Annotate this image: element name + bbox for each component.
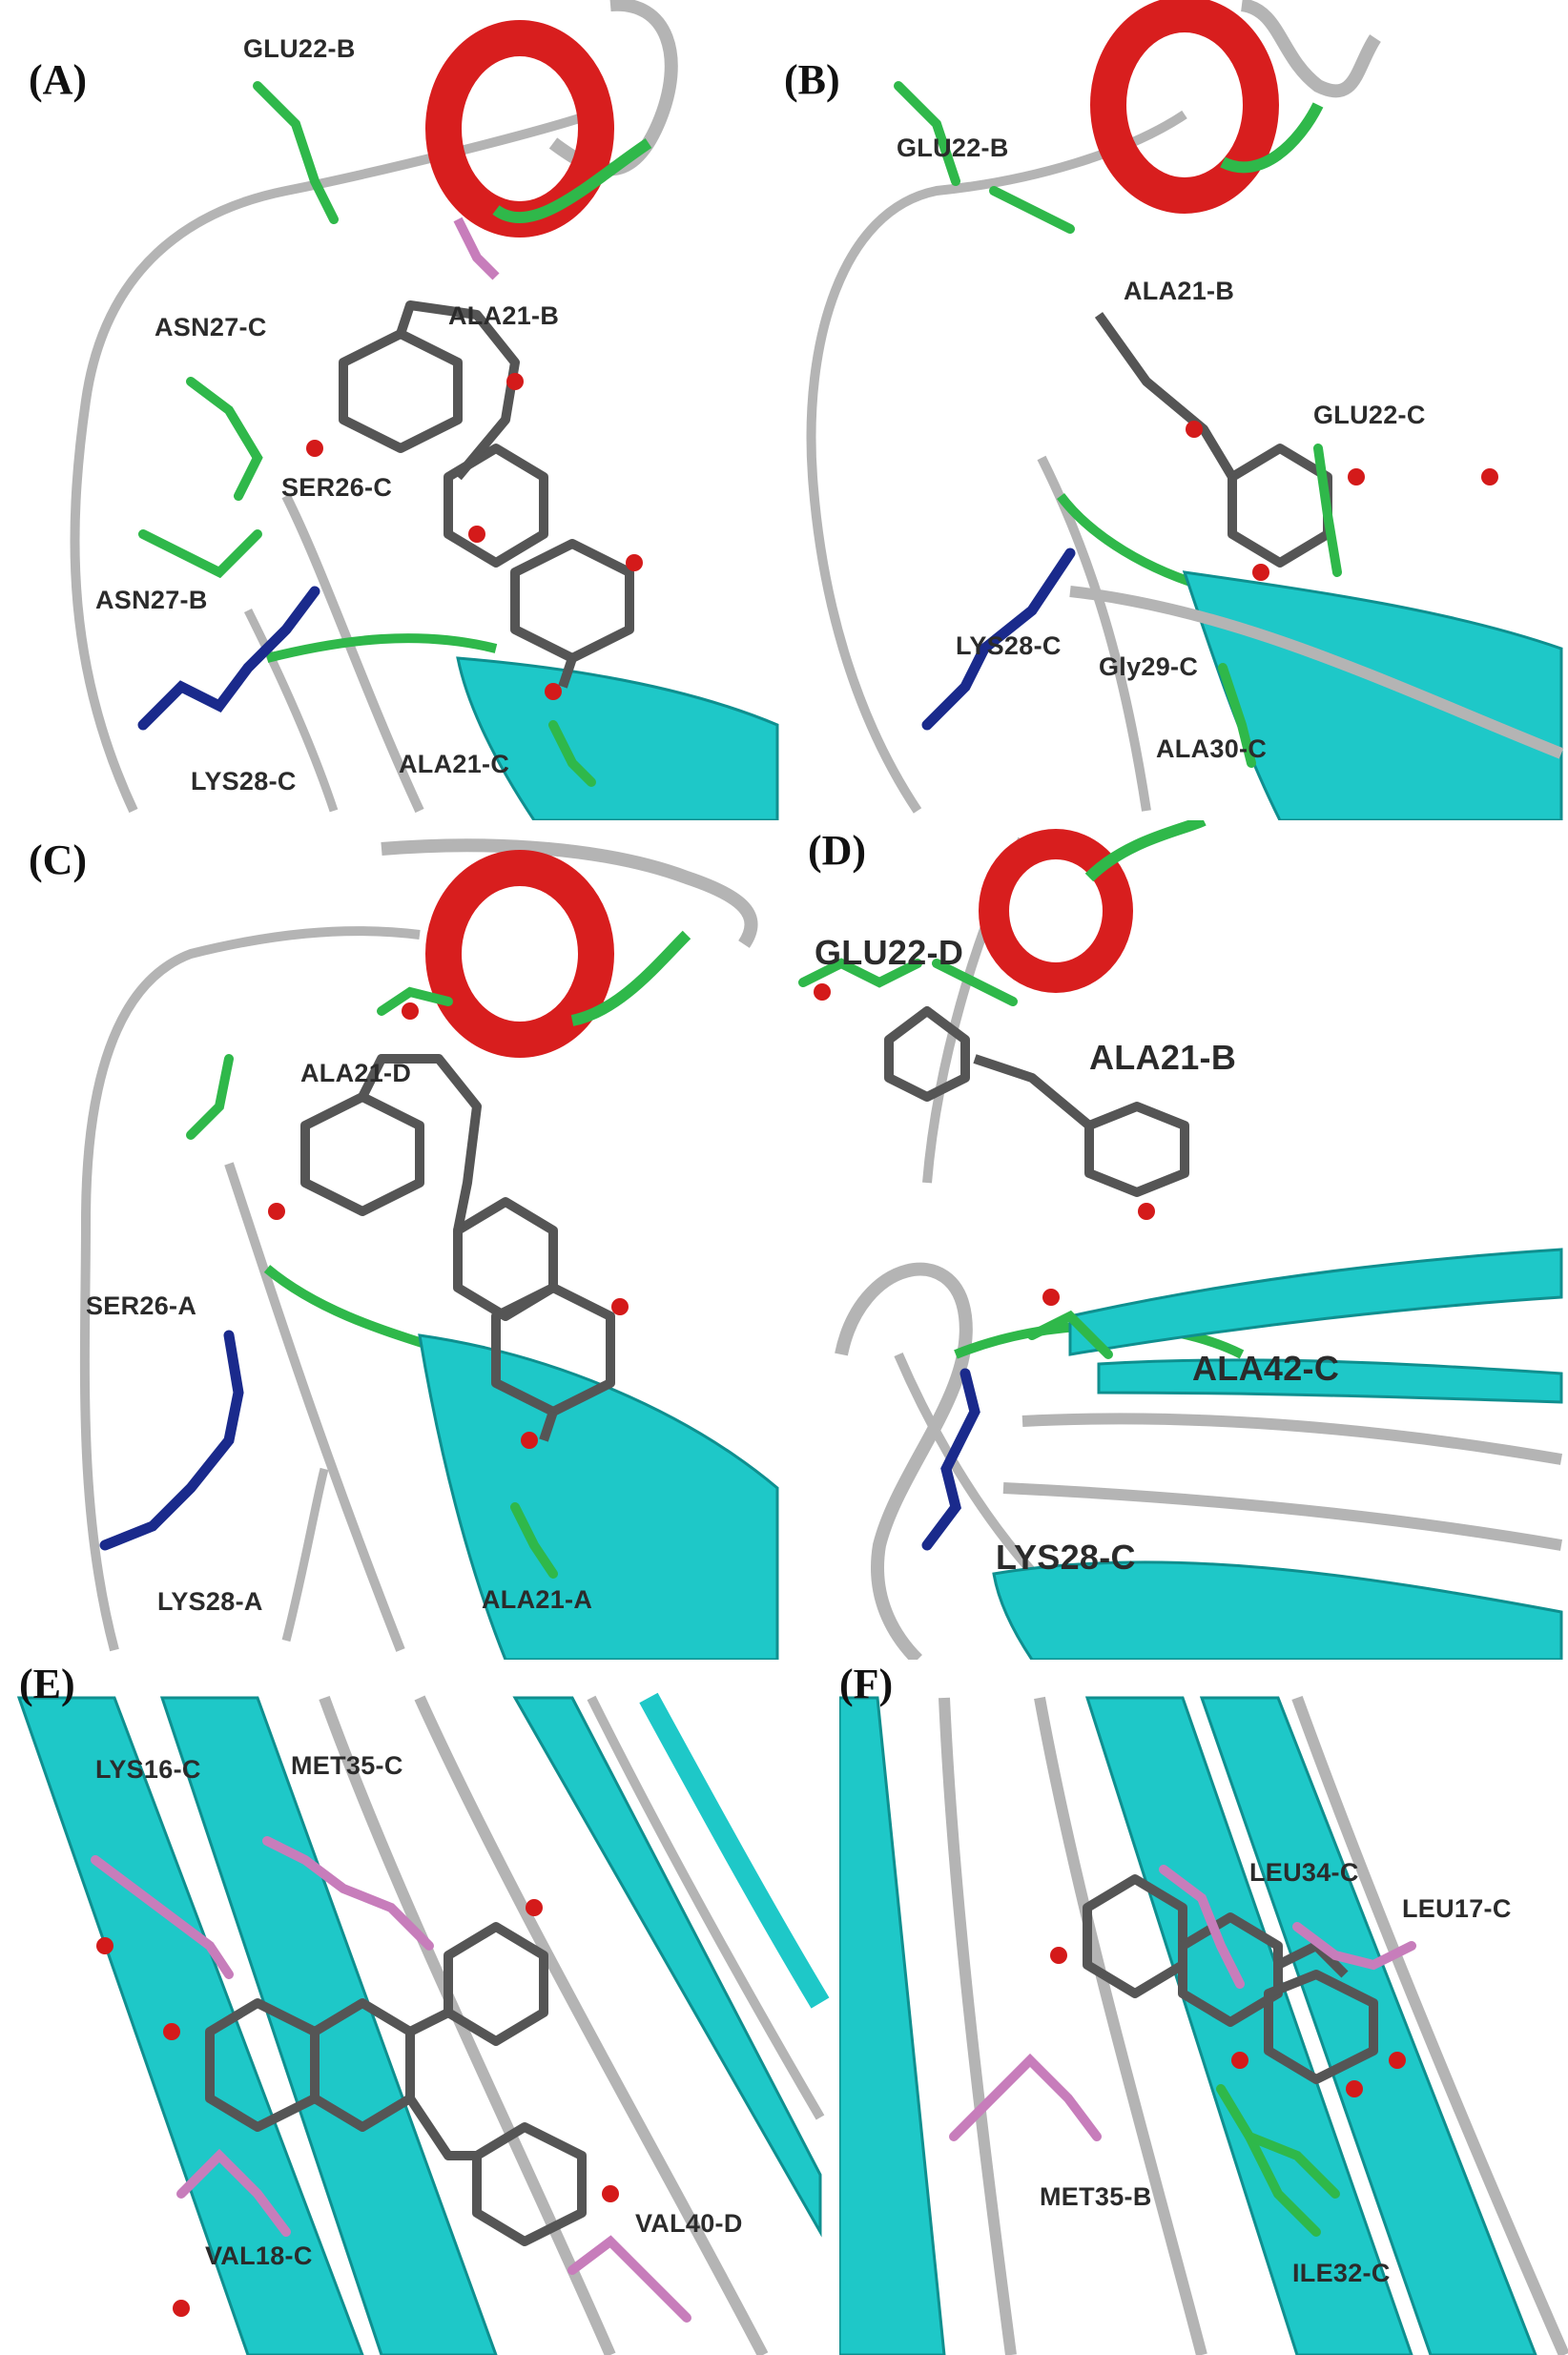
- panel-c-structure: [79, 838, 779, 1660]
- residue-label: GLU22-B: [243, 34, 356, 63]
- residue-label: LYS28-C: [996, 1538, 1136, 1577]
- panel-c-label: (C): [29, 837, 88, 883]
- panel-b: (B) GLU22-B ALA21-B GLU22-C LYS28-C Gly2…: [784, 0, 1568, 820]
- panel-d-structure: [798, 820, 1563, 1660]
- residue-label: Gly29-C: [1099, 652, 1199, 681]
- residue-label: MET35-B: [1040, 2182, 1152, 2211]
- residue-label: LEU34-C: [1249, 1858, 1359, 1887]
- residue-label: GLU22-C: [1313, 401, 1426, 429]
- residue-label: ALA42-C: [1192, 1349, 1340, 1388]
- residue-label: MET35-C: [291, 1751, 403, 1780]
- residue-label: LYS28-A: [157, 1587, 263, 1616]
- residue-label: SER26-C: [281, 473, 393, 502]
- residue-label: LYS28-C: [956, 631, 1062, 660]
- residue-label: ALA30-C: [1156, 734, 1268, 763]
- panel-b-label: (B): [784, 56, 840, 103]
- panel-a: (A) GLU22-B ALA21-B ASN27-C SER26-C ASN2…: [0, 0, 784, 820]
- residue-label: ALA21-C: [399, 750, 510, 778]
- panel-f-structure: [839, 1695, 1568, 2355]
- residue-label: LYS28-C: [191, 767, 297, 795]
- residue-label: ASN27-C: [155, 313, 267, 341]
- panel-e: (E) LYS16-C MET35-C VAL18-C VAL40-D: [0, 1660, 839, 2355]
- residue-label: LYS16-C: [95, 1755, 201, 1784]
- panel-b-structure: [806, 0, 1564, 820]
- panel-c: (C) ALA21-D SER26-A LYS28-A ALA21-A: [0, 820, 784, 1660]
- residue-label: ILE32-C: [1292, 2259, 1391, 2287]
- residue-label: ASN27-B: [95, 586, 208, 614]
- residue-label: ALA21-D: [300, 1059, 412, 1087]
- panel-a-label: (A): [29, 56, 88, 103]
- panel-e-label: (E): [19, 1661, 75, 1707]
- residue-label: GLU22-D: [815, 933, 964, 972]
- residue-label: GLU22-B: [897, 134, 1009, 162]
- panel-e-structure: [16, 1692, 830, 2355]
- panel-f: (F) LEU34-C LEU17-C MET35-B ILE32-C: [839, 1660, 1568, 2355]
- residue-label: ALA21-B: [1124, 277, 1235, 305]
- residue-label: VAL18-C: [205, 2241, 313, 2270]
- residue-label: VAL40-D: [635, 2209, 743, 2238]
- residue-label: ALA21-B: [1089, 1038, 1237, 1077]
- residue-label: LEU17-C: [1402, 1894, 1512, 1923]
- residue-label: SER26-A: [86, 1291, 197, 1320]
- residue-label: ALA21-B: [448, 301, 560, 330]
- panel-d: (D) GLU22-D ALA21-B ALA42-C LYS28-C: [784, 820, 1568, 1660]
- residue-label: ALA21-A: [482, 1585, 593, 1614]
- panel-d-label: (D): [808, 827, 867, 874]
- panel-f-label: (F): [839, 1661, 894, 1707]
- panel-a-structure: [70, 0, 779, 820]
